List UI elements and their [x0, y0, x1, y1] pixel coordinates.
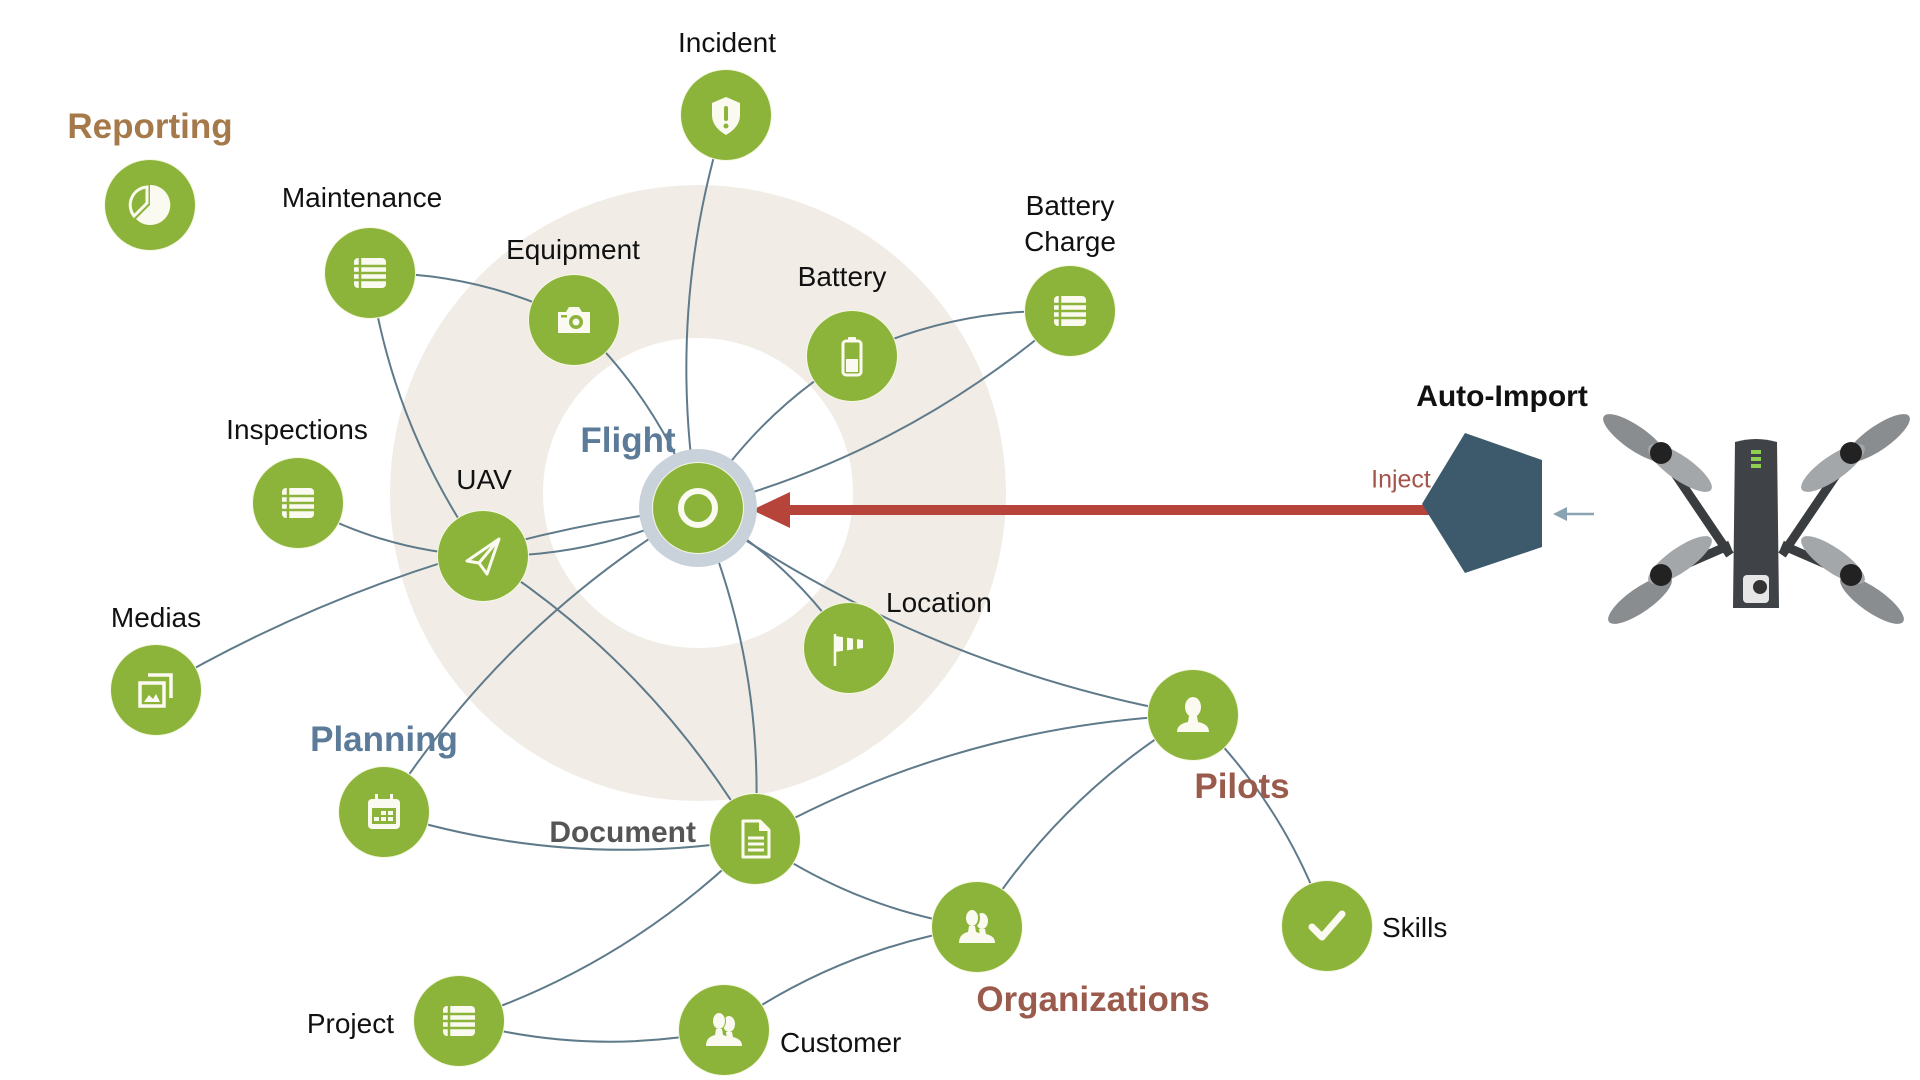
label-medias: Medias: [110, 602, 202, 633]
edge-document-project: [458, 838, 756, 1022]
label-incident: Incident: [677, 27, 777, 58]
auto-import-pentagon[interactable]: [1422, 433, 1542, 573]
shield-alert-icon: [712, 97, 740, 135]
label-location: Location: [886, 587, 992, 618]
auto-import-title: Auto-Import: [1416, 380, 1588, 413]
label-pilots: Pilots: [1194, 767, 1290, 806]
node-battery-charge[interactable]: [1025, 266, 1115, 356]
windsock-icon: [833, 634, 863, 666]
list-icon: [354, 258, 386, 288]
inject-label: Inject: [1371, 465, 1431, 494]
edge-document-pilots: [754, 714, 1194, 840]
inject-arrow-head: [752, 492, 790, 528]
node-reporting[interactable]: [105, 160, 195, 250]
users-icon: [706, 1012, 742, 1046]
label-skills: Skills: [1382, 912, 1448, 943]
edge-flight-pilots: [697, 507, 1194, 716]
images-icon: [138, 673, 173, 708]
list-icon: [1054, 296, 1086, 326]
label-planning: Planning: [310, 720, 458, 759]
node-planning[interactable]: [339, 767, 429, 857]
node-equipment[interactable]: [529, 275, 619, 365]
label-organizations: Organizations: [976, 980, 1210, 1019]
list-icon: [282, 488, 314, 518]
camera-icon: [558, 307, 590, 333]
node-maintenance[interactable]: [325, 228, 415, 318]
node-document[interactable]: [710, 794, 800, 884]
drone-to-import-arrow-head: [1553, 507, 1567, 521]
edge-flight-medias: [155, 507, 699, 691]
node-battery[interactable]: [807, 311, 897, 401]
user-icon: [1177, 697, 1209, 732]
node-skills[interactable]: [1282, 881, 1372, 971]
node-medias[interactable]: [111, 645, 201, 735]
battery-icon: [841, 337, 863, 377]
document-icon: [741, 819, 771, 859]
label-flight: Flight: [580, 421, 676, 460]
edge-planning-document: [383, 811, 756, 851]
label-equipment: Equipment: [506, 234, 640, 265]
node-organizations[interactable]: [932, 882, 1022, 972]
node-location[interactable]: [804, 603, 894, 693]
label-project: Project: [306, 1008, 394, 1039]
node-pilots[interactable]: [1148, 670, 1238, 760]
edge-uav-document: [482, 555, 756, 840]
node-project[interactable]: [414, 976, 504, 1066]
checkmark-icon: [1308, 910, 1346, 941]
label-document: Document: [549, 816, 696, 849]
pie-chart-icon: [128, 184, 171, 225]
node-uav[interactable]: [438, 511, 528, 601]
node-flight[interactable]: [653, 463, 743, 553]
calendar-icon: [368, 794, 400, 829]
label-customer: Customer: [780, 1027, 902, 1058]
label-maintenance: Maintenance: [281, 182, 443, 213]
edge-flight-planning: [383, 507, 699, 813]
label-inspections: Inspections: [226, 414, 368, 445]
users-icon: [959, 908, 995, 943]
list-icon: [443, 1006, 475, 1036]
node-customer[interactable]: [679, 985, 769, 1075]
label-reporting: Reporting: [67, 107, 233, 146]
label-battery-charge-line1: Battery: [1025, 190, 1115, 221]
node-incident[interactable]: [681, 70, 771, 160]
label-battery-charge-line2: Charge: [1024, 226, 1116, 257]
drone-image: [1603, 414, 1910, 624]
paper-plane-icon: [465, 537, 501, 576]
node-inspections[interactable]: [253, 458, 343, 548]
label-battery: Battery: [797, 261, 887, 292]
label-uav: UAV: [456, 464, 512, 495]
ring-icon: [678, 488, 718, 528]
